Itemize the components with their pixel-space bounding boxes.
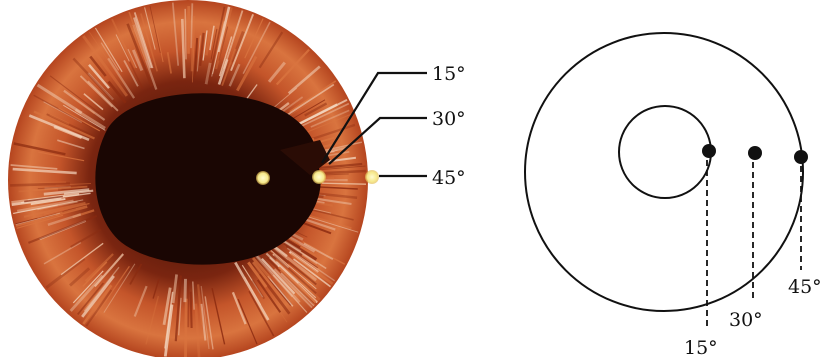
schematic-dots [702,144,808,164]
outer-circle [525,33,803,311]
light-spot-15 [256,171,270,185]
light-spot-45 [365,170,379,184]
right-label-15: 15° [684,337,718,357]
left-label-45: 45° [432,167,466,189]
iris-fiber [185,279,186,302]
dot-45 [794,150,808,164]
left-label-15: 15° [432,63,466,85]
dot-30 [748,146,762,160]
iris-fiber [185,9,186,60]
iris-photo [8,0,379,357]
schematic [525,33,803,311]
inner-circle [619,106,711,198]
dashed-lines [707,160,801,330]
iris-fiber [186,299,187,357]
iris-fiber [10,184,70,186]
light-spot-30 [312,170,326,184]
iris-fiber [191,292,192,328]
left-label-30: 30° [432,108,466,130]
dot-15 [702,144,716,158]
iris-fiber [32,182,66,183]
right-label-45: 45° [788,276,822,298]
right-label-30: 30° [729,309,763,331]
pupil [95,93,320,264]
